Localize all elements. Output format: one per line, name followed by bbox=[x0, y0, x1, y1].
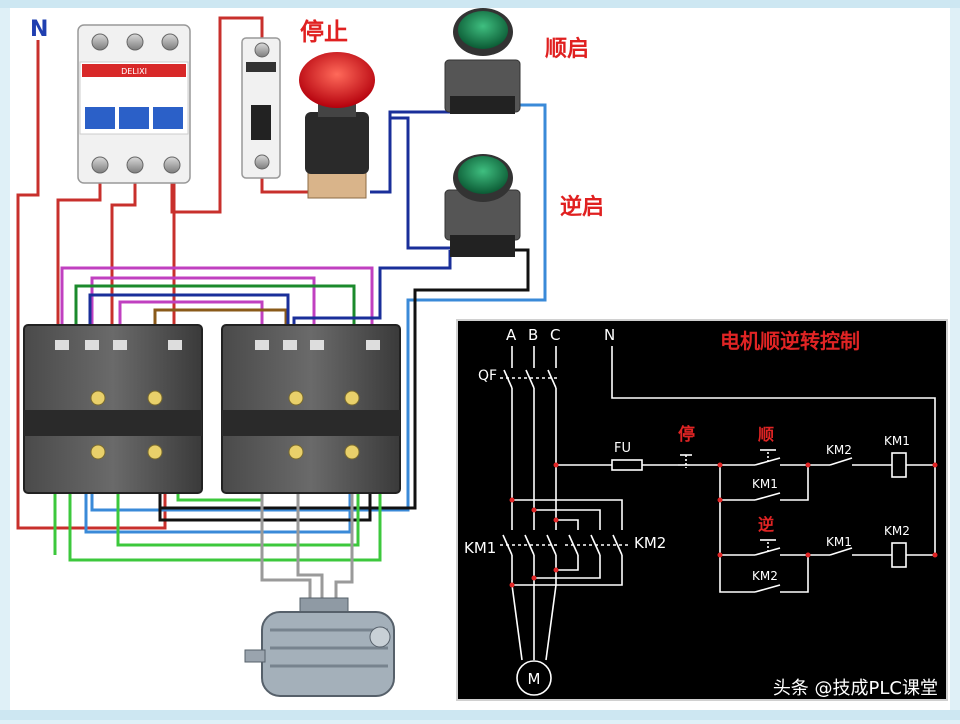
reverse-symbol-label: 逆 bbox=[758, 515, 774, 534]
phase-a-label: A bbox=[506, 326, 517, 344]
neutral-label: N bbox=[30, 17, 48, 42]
km2-main-label: KM2 bbox=[634, 534, 666, 552]
neutral-supply-label: N bbox=[604, 326, 615, 344]
km1-interlock-label: KM1 bbox=[826, 535, 852, 549]
contactor-km2 bbox=[221, 324, 401, 494]
km2-interlock-label: KM2 bbox=[826, 443, 852, 457]
motor-symbol-label: M bbox=[528, 670, 541, 688]
qf-label: QF bbox=[478, 368, 497, 384]
three-pole-breaker: DELIXI bbox=[77, 24, 191, 184]
km2-coil-label: KM2 bbox=[884, 524, 910, 538]
fuse-label: FU bbox=[614, 441, 631, 456]
single-pole-breaker bbox=[241, 37, 281, 179]
schematic-title: 电机顺逆转控制 bbox=[720, 329, 860, 353]
stop-symbol-label: 停 bbox=[678, 424, 695, 445]
watermark: 头条 @技成PLC课堂 bbox=[773, 678, 938, 699]
km1-holding-label: KM1 bbox=[752, 477, 778, 491]
forward-start-label: 顺启 bbox=[545, 36, 589, 62]
schematic-panel: 电机顺逆转控制 A B C N QF bbox=[456, 319, 948, 701]
stop-button bbox=[299, 52, 375, 199]
km1-coil-label: KM1 bbox=[884, 434, 910, 448]
contactor-km1 bbox=[23, 324, 203, 494]
phase-b-label: B bbox=[528, 326, 538, 344]
stop-label: 停止 bbox=[300, 18, 348, 46]
phase-c-label: C bbox=[550, 326, 560, 344]
forward-start-button bbox=[444, 8, 521, 114]
reverse-start-button bbox=[444, 154, 521, 257]
reverse-start-label: 逆启 bbox=[560, 194, 604, 220]
km2-holding-label: KM2 bbox=[752, 569, 778, 583]
neutral-wire bbox=[16, 40, 167, 530]
motor-photo bbox=[244, 597, 395, 697]
breaker-brand-label: DELIXI bbox=[121, 67, 147, 76]
forward-symbol-label: 顺 bbox=[758, 425, 774, 444]
km1-main-label: KM1 bbox=[464, 539, 496, 557]
